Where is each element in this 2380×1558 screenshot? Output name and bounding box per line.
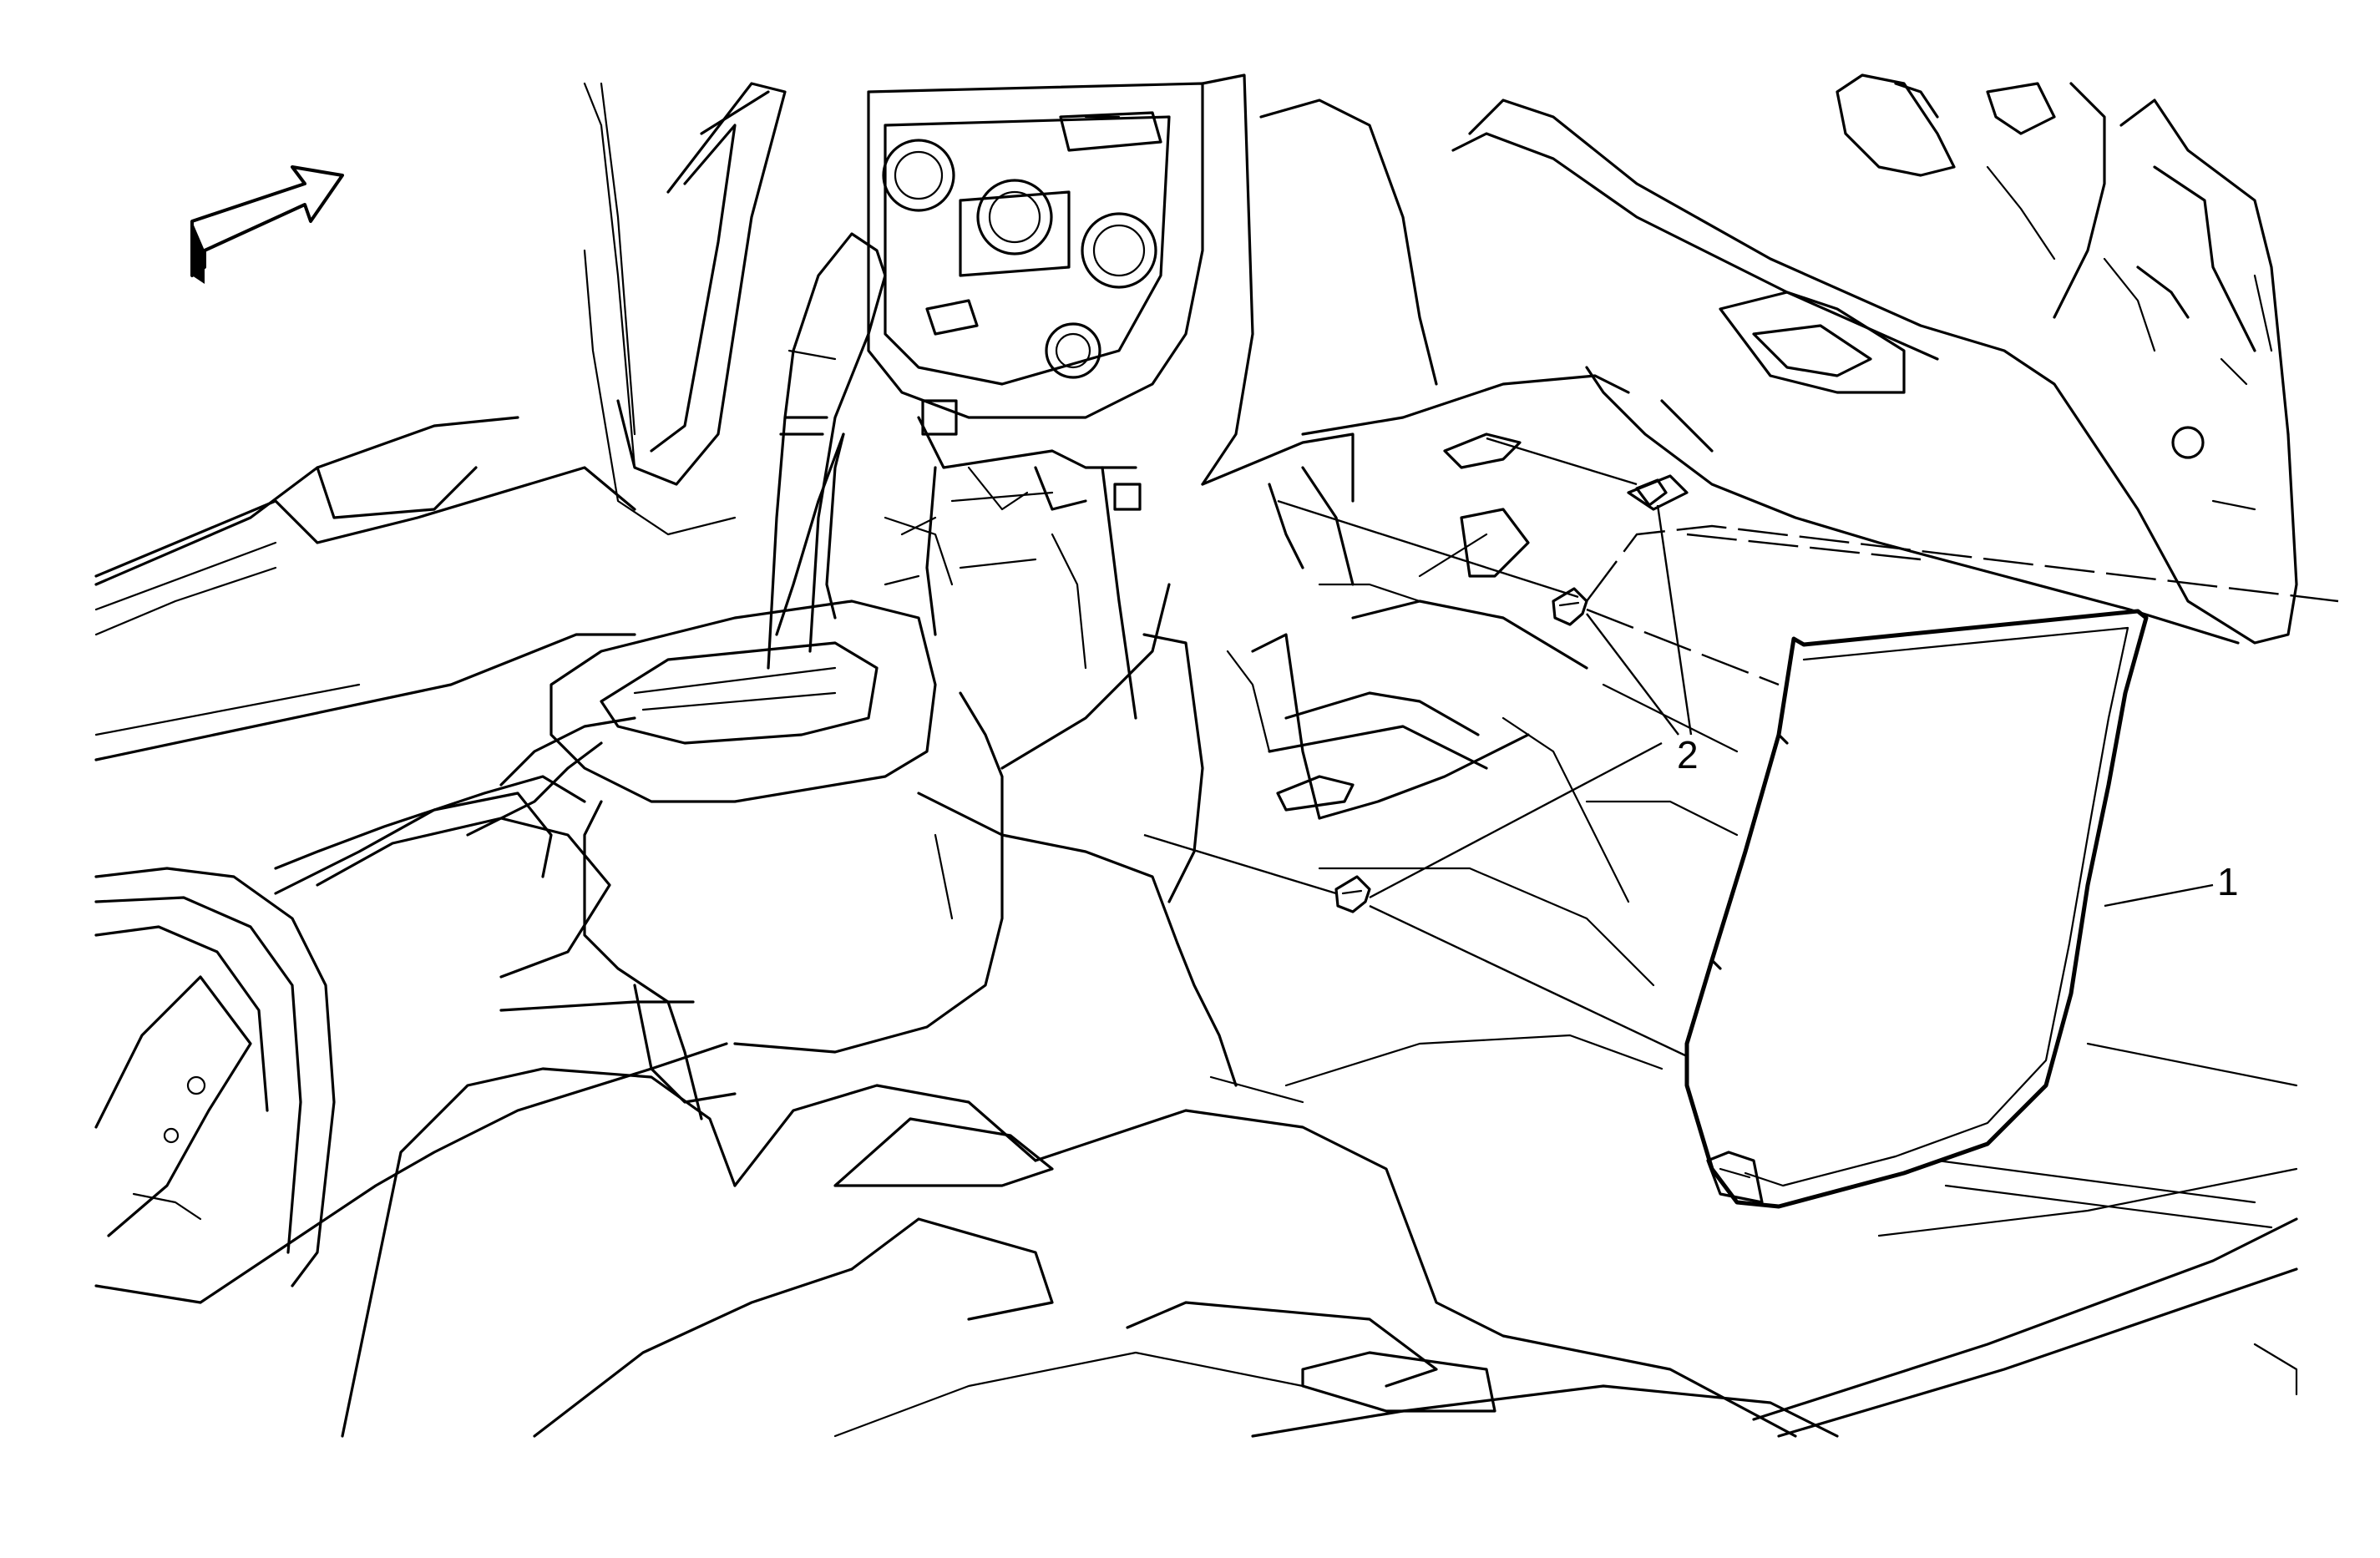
shift-lever (767, 232, 887, 670)
retainer-clip-top (1635, 478, 1668, 507)
hvac-control-panel (867, 73, 1254, 486)
installation-lines (1143, 437, 2339, 1058)
callout-2-leaders (1369, 504, 1693, 899)
instrument-panel (1259, 73, 2298, 645)
console-opening (884, 399, 1142, 720)
front-floor-area (1201, 432, 1739, 1104)
retainer-clip-lower (1334, 875, 1371, 913)
console-side-panel (1684, 609, 2149, 1209)
center-console (274, 432, 1271, 1120)
callout-label-2: 2 (1677, 733, 1699, 776)
forward-arrow-icon (190, 165, 344, 284)
rear-seat-bracket (94, 792, 553, 1287)
callout-1-leader (2104, 883, 2214, 908)
door-sill-plate (94, 82, 787, 611)
retainer-clip-upper (1552, 587, 1588, 626)
floor-pan (94, 466, 2298, 1438)
callout-label-1: 1 (2217, 860, 2239, 903)
